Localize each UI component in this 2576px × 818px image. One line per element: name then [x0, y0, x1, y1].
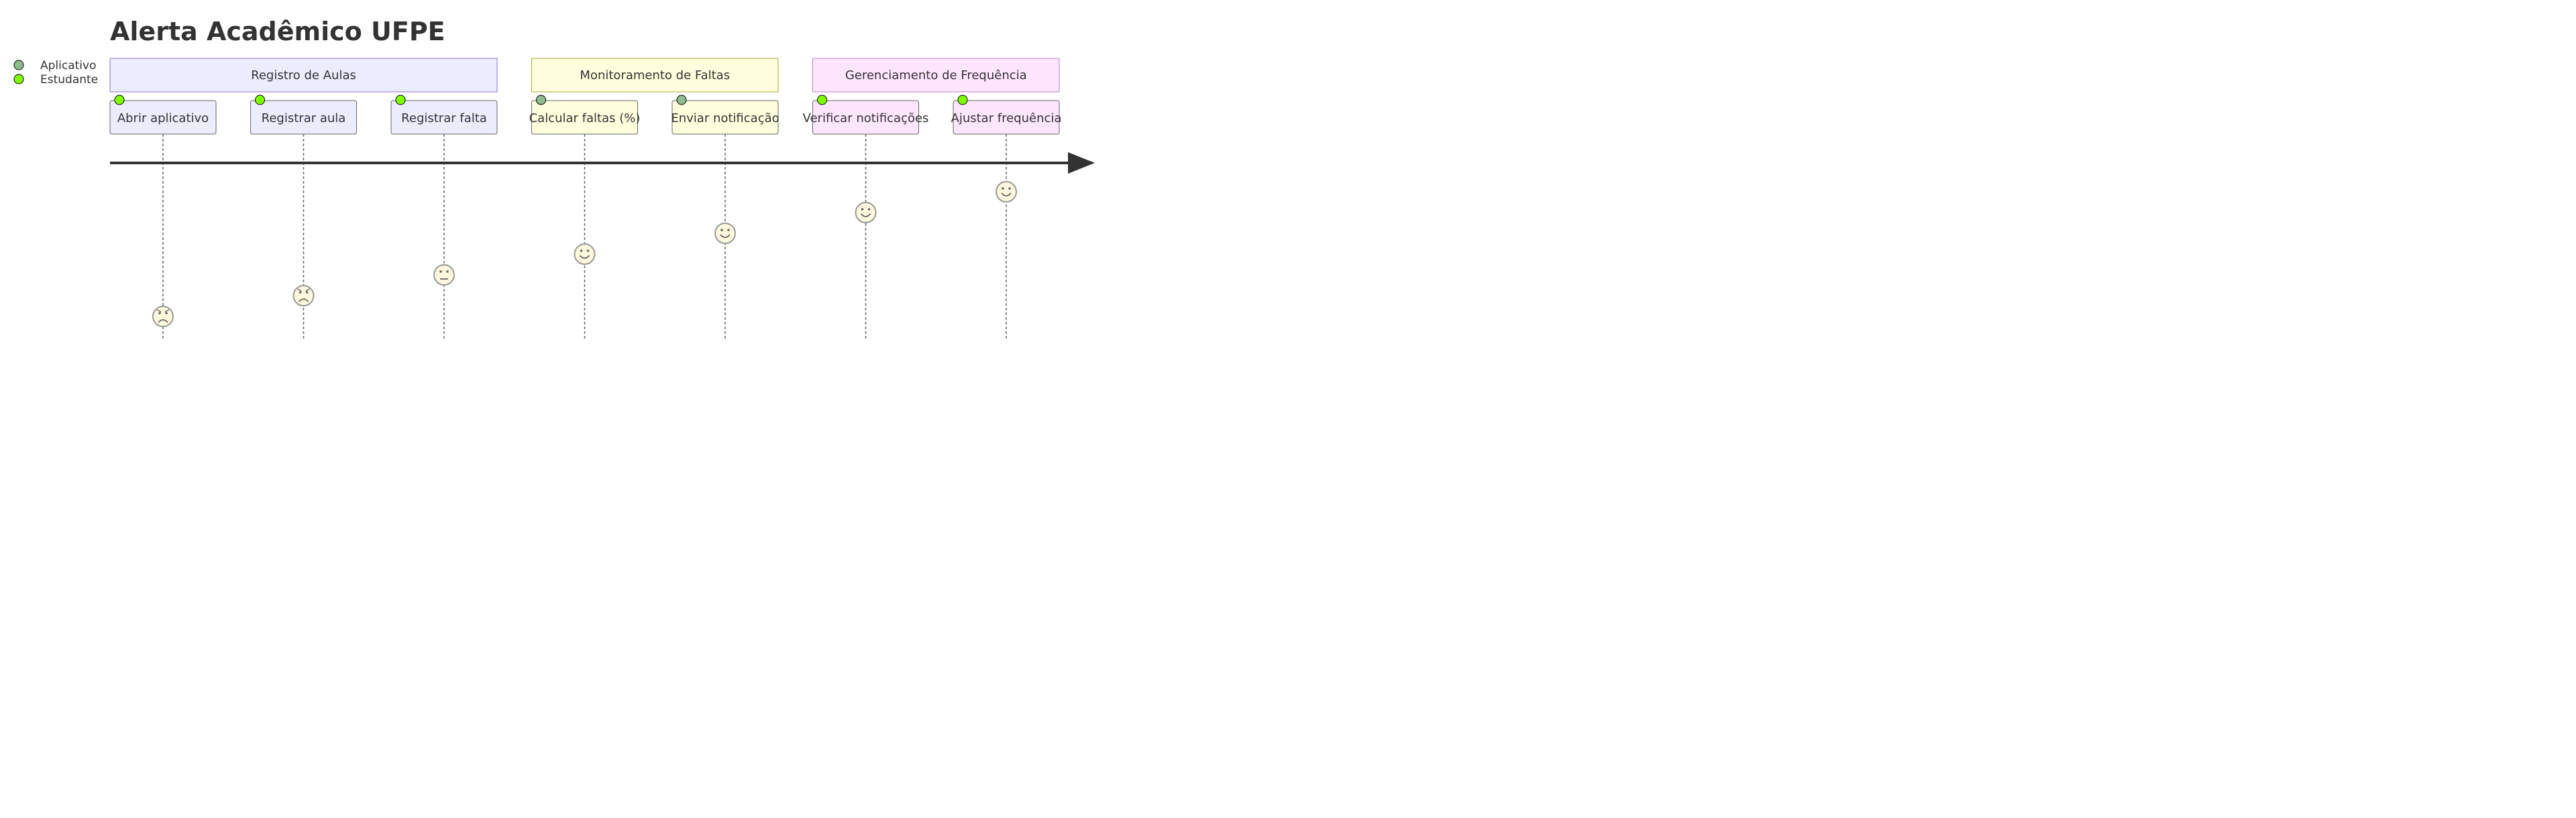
legend-swatch-aplicativo	[13, 60, 24, 70]
task-box-abrir-aplicativo[interactable]	[109, 100, 217, 135]
happy-face-icon	[574, 243, 596, 265]
diagram-title: Alerta Acadêmico UFPE	[110, 17, 445, 46]
mood-faces-layer	[152, 181, 1017, 327]
task-label-ajustar-frequencia: Ajustar frequência	[951, 111, 1062, 125]
happy-face-icon	[714, 223, 736, 244]
task-label-registrar-aula: Registrar aula	[262, 111, 346, 125]
tasks-layer: Abrir aplicativo Registrar aula Registrar …	[109, 95, 1062, 135]
actor-marker-estudante	[255, 95, 265, 105]
task-lines-layer	[162, 134, 1007, 339]
task-label-calcular-faltas: Calcular faltas (%)	[529, 111, 641, 125]
task-box-verificar-notificacoes[interactable]	[812, 100, 919, 135]
sections-layer: Registro de Aulas Monitoramento de Faltas…	[109, 58, 1060, 93]
section-box-gerenciamento-de-frequencia	[812, 58, 1060, 93]
task-label-registrar-falta: Registrar falta	[401, 111, 487, 125]
actor-marker-estudante	[114, 95, 125, 105]
actor-marker-aplicativo	[536, 95, 546, 105]
sad-face-icon	[152, 306, 174, 327]
happy-face-icon	[855, 202, 877, 223]
legend-swatch-estudante	[13, 74, 24, 84]
task-label-enviar-notificacao: Enviar notificação	[671, 111, 779, 125]
actor-marker-aplicativo	[676, 95, 687, 105]
legend-label-aplicativo: Aplicativo	[40, 59, 96, 72]
task-box-enviar-notificacao[interactable]	[672, 100, 779, 135]
task-box-registrar-aula[interactable]	[250, 100, 357, 135]
neutral-face-icon	[433, 264, 455, 286]
section-label-registro-de-aulas: Registro de Aulas	[251, 68, 356, 82]
sad-face-icon	[292, 285, 315, 306]
actor-marker-estudante	[395, 95, 406, 105]
task-box-ajustar-frequencia[interactable]	[953, 100, 1060, 135]
section-box-registro-de-aulas	[109, 58, 498, 93]
task-box-registrar-falta[interactable]	[390, 100, 498, 135]
task-label-abrir-aplicativo: Abrir aplicativo	[117, 111, 209, 125]
legend-label-estudante: Estudante	[40, 73, 98, 86]
actor-marker-estudante	[817, 95, 827, 105]
section-box-monitoramento-de-faltas	[531, 58, 779, 93]
section-label-monitoramento-de-faltas: Monitoramento de Faltas	[580, 68, 730, 82]
task-label-verificar-notificacoes: Verificar notificações	[803, 111, 929, 125]
happy-face-icon	[996, 181, 1017, 202]
task-box-calcular-faltas[interactable]	[531, 100, 638, 135]
section-label-gerenciamento-de-frequencia: Gerenciamento de Frequência	[845, 68, 1027, 82]
actor-marker-estudante	[957, 95, 968, 105]
